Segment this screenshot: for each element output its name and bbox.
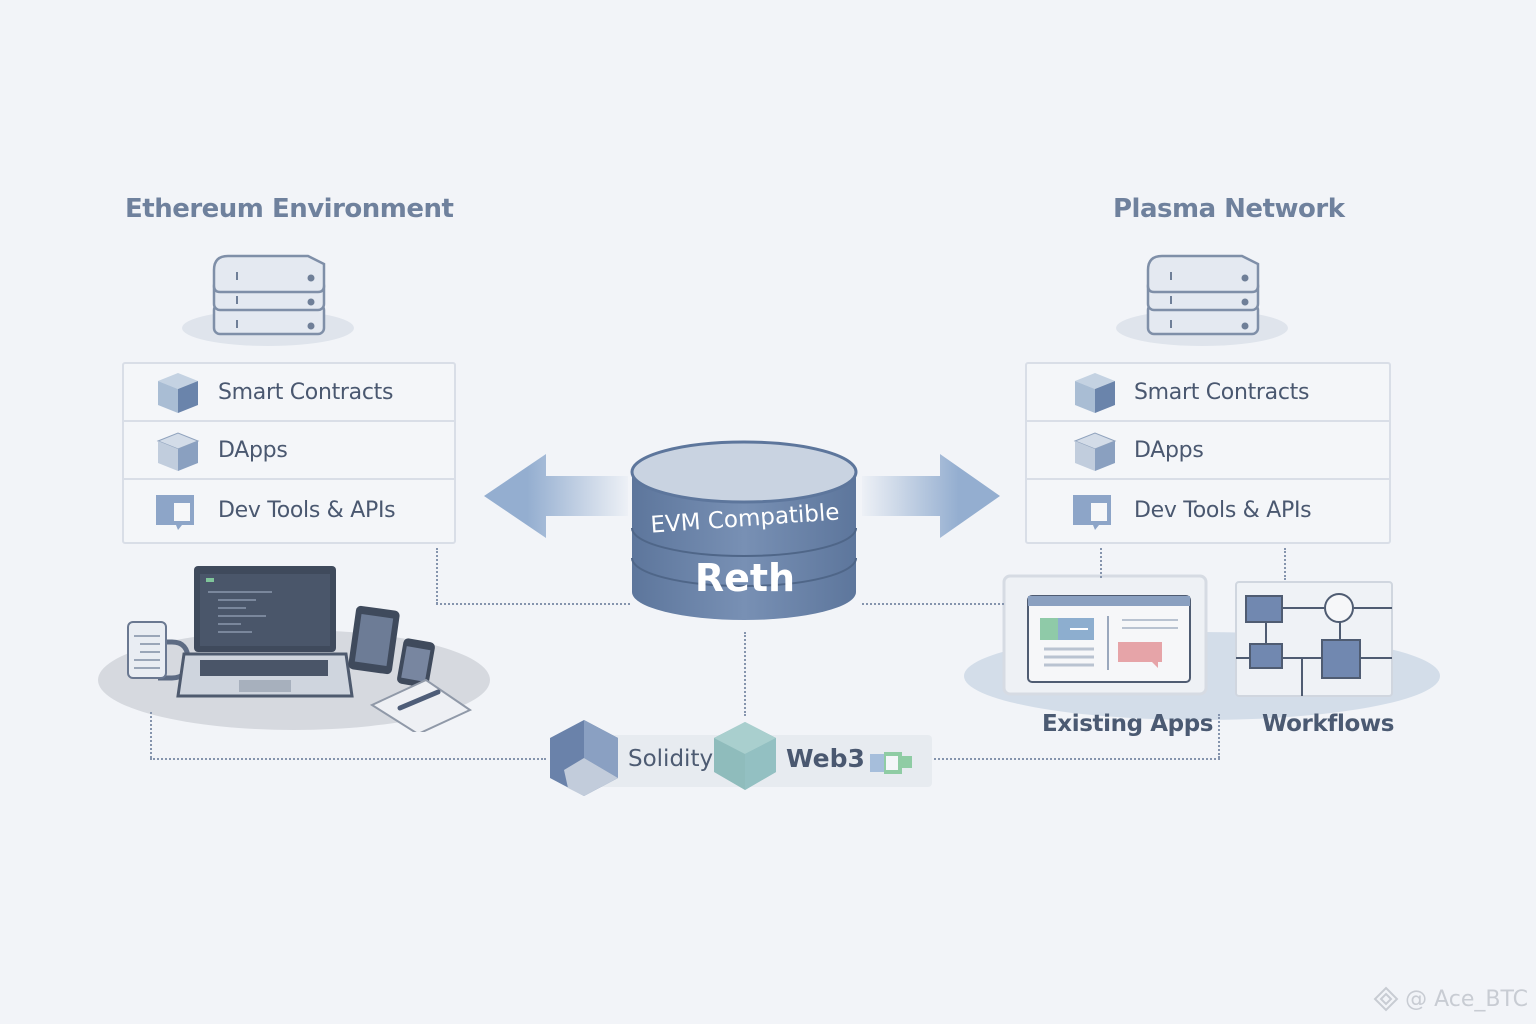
connector-line — [436, 603, 630, 605]
app-window-icon — [1002, 574, 1208, 696]
server-stack-icon — [1116, 254, 1288, 346]
cube-icon — [1073, 432, 1117, 471]
plasma-network-title: Plasma Network — [1113, 194, 1345, 224]
notepad-icon — [369, 678, 473, 732]
ethereum-environment-title: Ethereum Environment — [125, 194, 454, 224]
feature-row-dapps: DApps — [124, 422, 454, 480]
connector-line — [862, 603, 1004, 605]
arrow-right-icon — [862, 454, 1000, 538]
connector-line — [1100, 548, 1102, 578]
web3-label: Web3 — [786, 744, 865, 773]
tablet-icon — [348, 605, 400, 675]
watermark-text: @ Ace_BTC — [1405, 986, 1528, 1012]
connector-line — [934, 758, 1220, 760]
feature-label: Dev Tools & APIs — [1134, 497, 1312, 523]
feature-label: DApps — [1134, 437, 1204, 463]
connector-line — [150, 758, 546, 760]
plasma-feature-list: Smart Contracts DApps Dev Tools & APIs — [1025, 362, 1391, 544]
feature-row-dev-tools: Dev Tools & APIs — [1027, 480, 1389, 540]
existing-apps-label: Existing Apps — [1042, 711, 1214, 737]
feature-row-smart-contracts: Smart Contracts — [124, 364, 454, 422]
connector-line — [1218, 714, 1220, 758]
binance-logo-icon — [1373, 986, 1399, 1012]
watermark: @ Ace_BTC — [1373, 986, 1528, 1012]
workflows-label: Workflows — [1262, 711, 1395, 737]
solidity-label: Solidity — [628, 746, 714, 772]
feature-label: Smart Contracts — [218, 379, 394, 405]
feature-row-smart-contracts: Smart Contracts — [1027, 364, 1389, 422]
reth-database-icon — [630, 440, 858, 620]
cube-icon — [158, 373, 198, 413]
feature-row-dapps: DApps — [1027, 422, 1389, 480]
connector-plug-icon — [870, 752, 912, 774]
server-stack-icon — [182, 254, 354, 346]
solidity-hexagon-icon — [550, 720, 618, 796]
connector-line — [744, 632, 746, 716]
connector-line — [150, 712, 152, 758]
phone-icon — [397, 638, 435, 688]
workflow-diagram-icon — [1235, 581, 1393, 697]
arrow-left-icon — [484, 454, 628, 538]
connector-line — [436, 548, 438, 604]
web3-cube-icon — [714, 722, 776, 790]
ethereum-feature-list: Smart Contracts DApps Dev Tools & APIs — [122, 362, 456, 544]
chat-window-icon — [156, 495, 194, 530]
cube-icon — [1075, 373, 1115, 413]
feature-label: Smart Contracts — [1134, 379, 1310, 405]
feature-label: Dev Tools & APIs — [218, 497, 396, 523]
cube-icon — [156, 432, 200, 471]
feature-row-dev-tools: Dev Tools & APIs — [124, 480, 454, 540]
feature-label: DApps — [218, 437, 288, 463]
mug-icon — [127, 621, 191, 681]
apps-platform — [964, 574, 1440, 720]
developer-workspace-illustration — [98, 566, 490, 732]
laptop-icon — [176, 566, 354, 698]
reth-label: Reth — [694, 556, 796, 600]
chat-window-icon — [1073, 495, 1111, 530]
connector-line — [1284, 548, 1286, 580]
